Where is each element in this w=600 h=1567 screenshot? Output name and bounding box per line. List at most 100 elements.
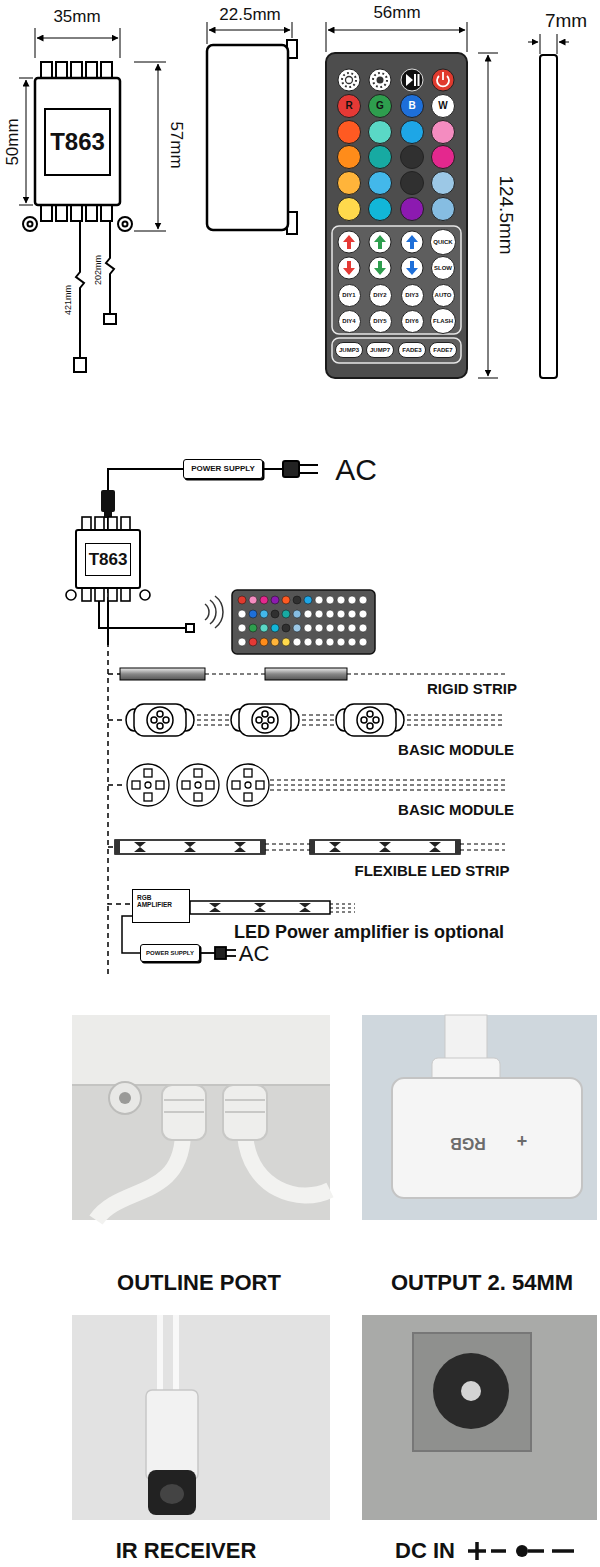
photo-outline-port <box>164 1100 265 1112</box>
photo-caption: IR RECEIVER <box>116 1540 257 1562</box>
polarity-symbol <box>468 1542 574 1560</box>
node-text: T863 <box>85 543 132 576</box>
remote-small <box>348 624 356 632</box>
remote-front-view <box>442 72 444 80</box>
ir-signal <box>215 596 223 628</box>
part-name: RIGID STRIP <box>427 681 517 696</box>
photo-outline-port <box>223 1085 267 1140</box>
round-module-row <box>256 781 264 789</box>
remote-side-view <box>540 55 557 378</box>
remote-button: W <box>431 94 455 118</box>
basic-module-row <box>361 717 367 723</box>
photo-outline-port <box>109 1082 141 1114</box>
rigid-strip <box>120 668 205 680</box>
amplifier-strip <box>209 903 221 912</box>
remote-small <box>337 624 345 632</box>
flexible-strip <box>260 840 265 854</box>
amplifier-strip <box>330 912 355 913</box>
remote-front-view <box>432 69 454 91</box>
dimension-lines <box>19 78 33 79</box>
node-text: DIY1 <box>342 292 355 298</box>
dc-plug <box>101 490 115 512</box>
round-module-row <box>132 781 140 789</box>
remote-small <box>326 638 334 646</box>
remote-front-view <box>343 235 355 249</box>
remote-front-view <box>432 198 455 221</box>
remote-small <box>348 638 356 646</box>
remote-small <box>282 624 290 632</box>
round-module-row <box>156 781 164 789</box>
cable-connector <box>108 588 132 904</box>
photo-outline-port <box>164 1111 204 1113</box>
remote-front-view <box>369 198 392 221</box>
amplifier-strip <box>190 901 330 914</box>
ir-signal <box>205 596 223 628</box>
note: LED Power amplifier is optional <box>234 923 504 941</box>
remote-front-view <box>369 69 391 91</box>
controller-front-view <box>56 62 67 78</box>
remote-small <box>315 610 323 618</box>
amplifier-strip <box>330 904 355 905</box>
photo-outline-port <box>245 1135 330 1195</box>
remote-button: SLOW <box>431 256 455 280</box>
basic-module-row <box>157 711 163 717</box>
remote-front-view <box>342 73 356 87</box>
remote-small <box>304 638 312 646</box>
flexible-strip <box>184 842 196 852</box>
polarity-symbol <box>528 1549 544 1553</box>
remote-button: DIY5 <box>369 310 392 333</box>
photo-ir-receiver <box>72 1315 330 1520</box>
amplifier-strip <box>330 908 355 909</box>
remote-front-view <box>338 69 360 91</box>
flexible-strip <box>429 842 441 852</box>
remote-front-view <box>401 198 424 221</box>
remote-front-view <box>401 231 423 253</box>
remote-front-view <box>338 121 361 144</box>
basic-module-row <box>126 704 194 736</box>
remote-small <box>271 596 279 604</box>
basic-module-row <box>367 711 373 717</box>
flexible-strip <box>379 842 391 852</box>
dimension-lines <box>488 55 489 376</box>
node-text: QUICK <box>433 239 452 245</box>
basic-module-row <box>336 704 404 736</box>
node-text: AUTO <box>435 292 452 298</box>
part-name: FLEXIBLE LED STRIP <box>354 863 509 878</box>
remote-small <box>271 638 279 646</box>
power-supply-plug <box>263 468 283 470</box>
flexible-strip <box>310 840 315 854</box>
controller-body <box>121 588 130 601</box>
remote-button: G <box>368 94 392 118</box>
round-module-row <box>232 781 240 789</box>
basic-module-row <box>256 717 262 723</box>
dimension-lines <box>134 62 166 63</box>
node-text: POWER SUPPLY <box>191 465 255 473</box>
controller-body <box>82 588 91 601</box>
controller-front-view <box>41 205 52 221</box>
remote-small <box>359 596 367 604</box>
remote-front-view <box>338 172 361 195</box>
round-module-row <box>144 793 152 801</box>
amplifier-strip <box>190 901 355 914</box>
polarity-symbol <box>491 1549 506 1553</box>
basic-module-row <box>400 715 505 716</box>
round-module-row <box>177 764 219 806</box>
dimension-lines <box>134 231 166 232</box>
remote-small <box>249 610 257 618</box>
remote-front-view <box>401 172 424 195</box>
remote-button: DIY4 <box>338 310 361 333</box>
photo-caption: OUTLINE PORT <box>117 1272 281 1294</box>
dimension-label: 50mm <box>4 118 21 165</box>
remote-small <box>282 638 290 646</box>
remote-button: DIY3 <box>401 284 424 307</box>
remote-small <box>238 596 246 604</box>
remote-front-view <box>369 172 392 195</box>
photo-ir-receiver <box>157 1315 163 1395</box>
remote-front-view <box>338 146 361 169</box>
remote-button: R <box>337 94 361 118</box>
remote-small <box>249 638 257 646</box>
flexible-strip <box>460 844 505 845</box>
round-module-row <box>270 790 505 791</box>
basic-module-row <box>400 720 505 721</box>
controller-front-view <box>41 62 52 78</box>
